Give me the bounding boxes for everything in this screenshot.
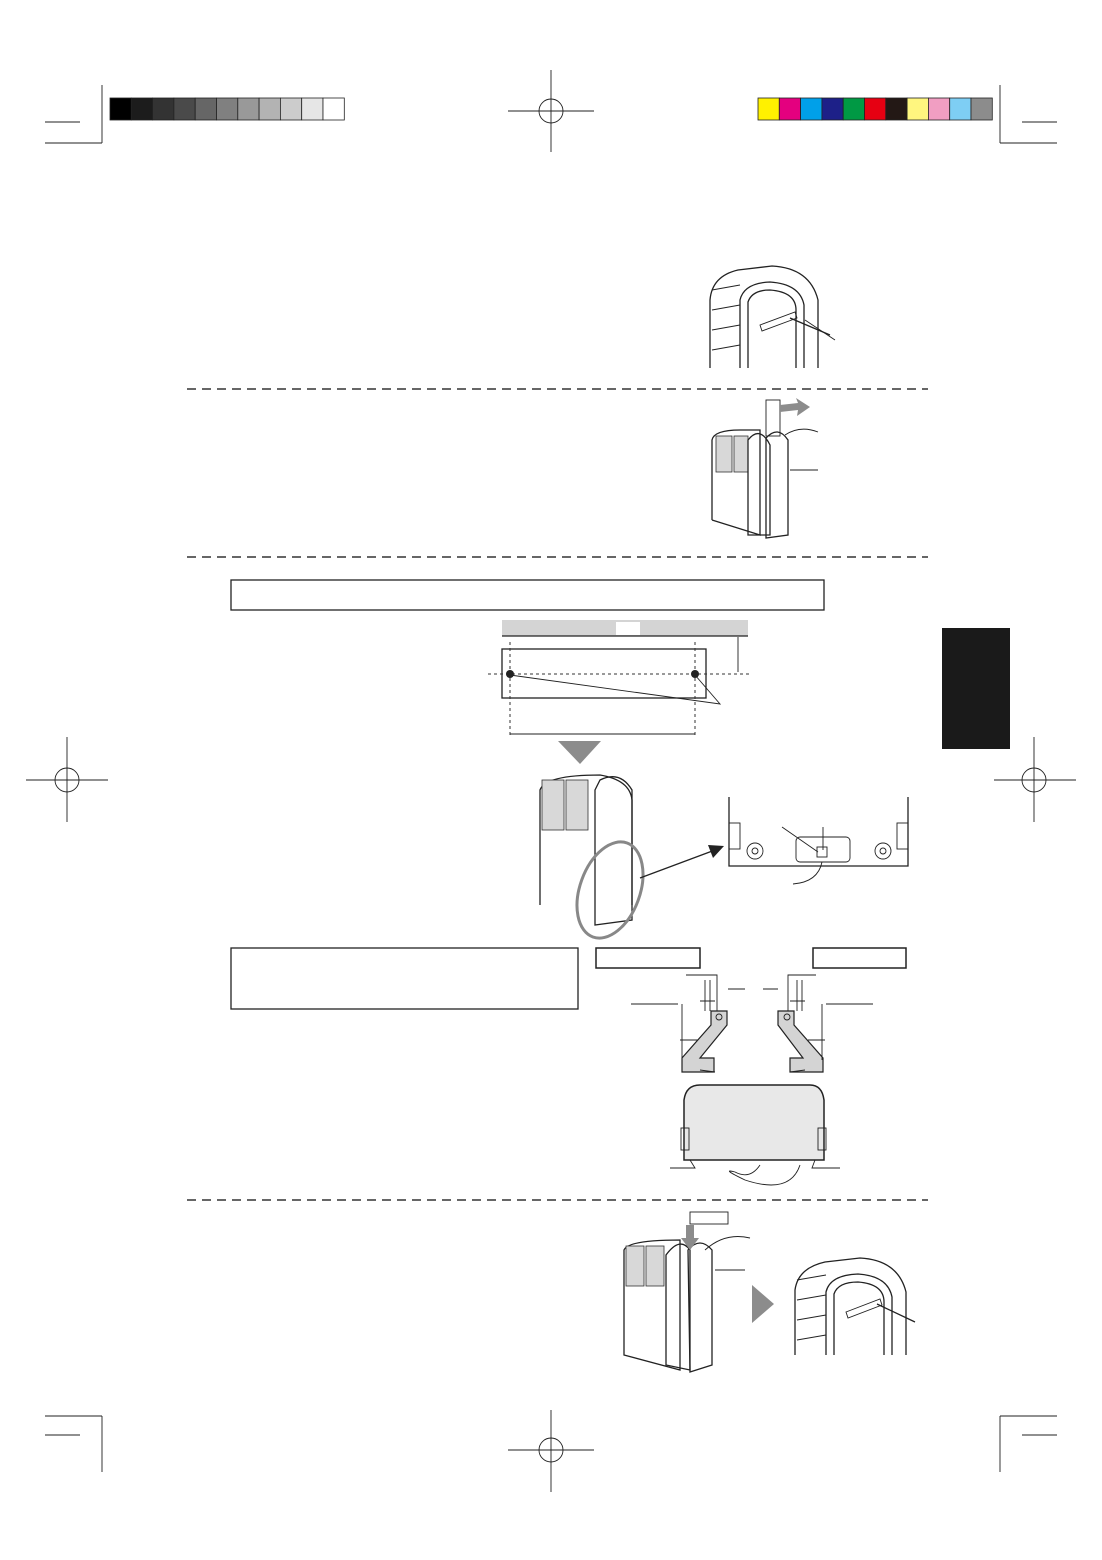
illustration-unit-corner (539, 774, 724, 940)
illustration-panel-brackets (670, 1084, 840, 1186)
color-swatch (322, 97, 345, 121)
next-step-arrow-icon (752, 1285, 774, 1323)
section-tab (942, 628, 1010, 749)
illustration-remove-panel (711, 398, 819, 539)
color-swatch (152, 97, 175, 121)
arrow-icon (780, 398, 810, 416)
color-swatch (885, 97, 908, 121)
down-arrow-icon (558, 741, 601, 764)
color-swatch (970, 97, 993, 121)
color-swatch (237, 97, 260, 121)
process-color-bar (757, 97, 993, 121)
color-swatch (109, 97, 132, 121)
color-swatch (757, 97, 780, 121)
gray-color-bar (109, 97, 345, 121)
illustration-reattach-panel (623, 1211, 751, 1373)
note-box (230, 579, 825, 611)
color-swatch (301, 97, 324, 121)
label-box-left (595, 947, 701, 969)
illustration-remove-screw (709, 265, 836, 368)
illustration-bracket-left (631, 974, 745, 1073)
registration-target-bottom (508, 1410, 594, 1492)
color-swatch (279, 97, 303, 121)
arrow-icon (708, 845, 724, 858)
registration-target-top (508, 70, 594, 152)
color-swatch (173, 97, 196, 121)
illustration-fasten-screw (794, 1257, 916, 1355)
color-swatch (864, 97, 887, 121)
color-swatch (258, 97, 281, 121)
color-swatch (778, 97, 801, 121)
registration-target-right (994, 737, 1076, 822)
down-arrow-icon (681, 1225, 699, 1250)
color-swatch (906, 97, 929, 121)
color-swatch (194, 97, 217, 121)
color-swatch (821, 97, 844, 121)
color-swatch (216, 97, 239, 121)
crop-marks (45, 85, 1057, 1472)
color-swatch (949, 97, 972, 121)
label-box-right (812, 947, 907, 969)
illustration-bottom-detail (728, 797, 909, 885)
color-swatch (800, 97, 823, 121)
note-box (230, 947, 579, 1010)
color-swatch (842, 97, 865, 121)
illustration-bracket-right (763, 974, 873, 1073)
mounting-template-diagram (488, 620, 750, 764)
color-swatch (928, 97, 951, 121)
color-swatch (130, 97, 154, 121)
registration-target-left (26, 737, 108, 822)
